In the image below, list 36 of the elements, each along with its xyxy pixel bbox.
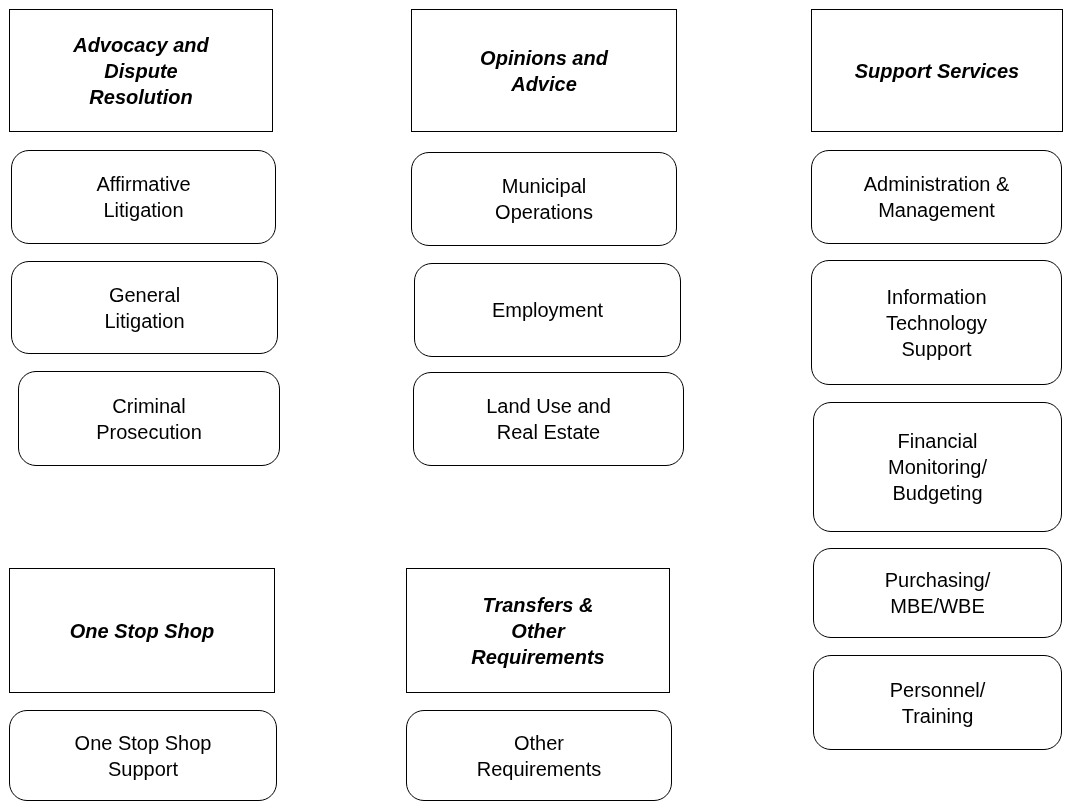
division-title: One Stop Shop (69, 618, 215, 644)
unit-box (18, 371, 280, 466)
unit-label: One Stop Shop Support (73, 730, 213, 782)
unit-label: Land Use and Real Estate (485, 394, 612, 445)
unit-box (413, 372, 684, 466)
unit-box (11, 261, 278, 354)
unit-label: Administration & Management (862, 172, 1011, 223)
division-title: Transfers & Other Requirements (470, 592, 606, 670)
unit-box (813, 548, 1062, 638)
unit-label: Information Technology Support (884, 284, 989, 362)
unit-label: Personnel/ Training (888, 677, 987, 729)
division-title: Advocacy and Dispute Resolution (72, 32, 210, 110)
unit-box (813, 402, 1062, 532)
division-heading-box (406, 568, 670, 693)
division-heading-box (811, 9, 1063, 132)
unit-box (811, 260, 1062, 385)
unit-box (411, 152, 677, 246)
unit-label: General Litigation (103, 282, 186, 334)
division-title: Opinions and Advice (479, 45, 610, 97)
unit-label: Affirmative Litigation (95, 172, 192, 223)
unit-box (9, 710, 277, 801)
unit-box (414, 263, 681, 357)
unit-label: Other Requirements (475, 730, 603, 782)
unit-label: Employment (491, 298, 604, 323)
unit-label: Municipal Operations (494, 174, 594, 225)
unit-box (11, 150, 276, 244)
unit-box (406, 710, 672, 801)
unit-label: Financial Monitoring/ Budgeting (887, 429, 988, 506)
division-heading-box (9, 568, 275, 693)
unit-box (811, 150, 1062, 244)
unit-box (813, 655, 1062, 750)
unit-label: Criminal Prosecution (95, 393, 203, 445)
division-heading-box (9, 9, 273, 132)
division-heading-box (411, 9, 677, 132)
division-title: Support Services (854, 58, 1020, 84)
unit-label: Purchasing/ MBE/WBE (883, 568, 992, 619)
